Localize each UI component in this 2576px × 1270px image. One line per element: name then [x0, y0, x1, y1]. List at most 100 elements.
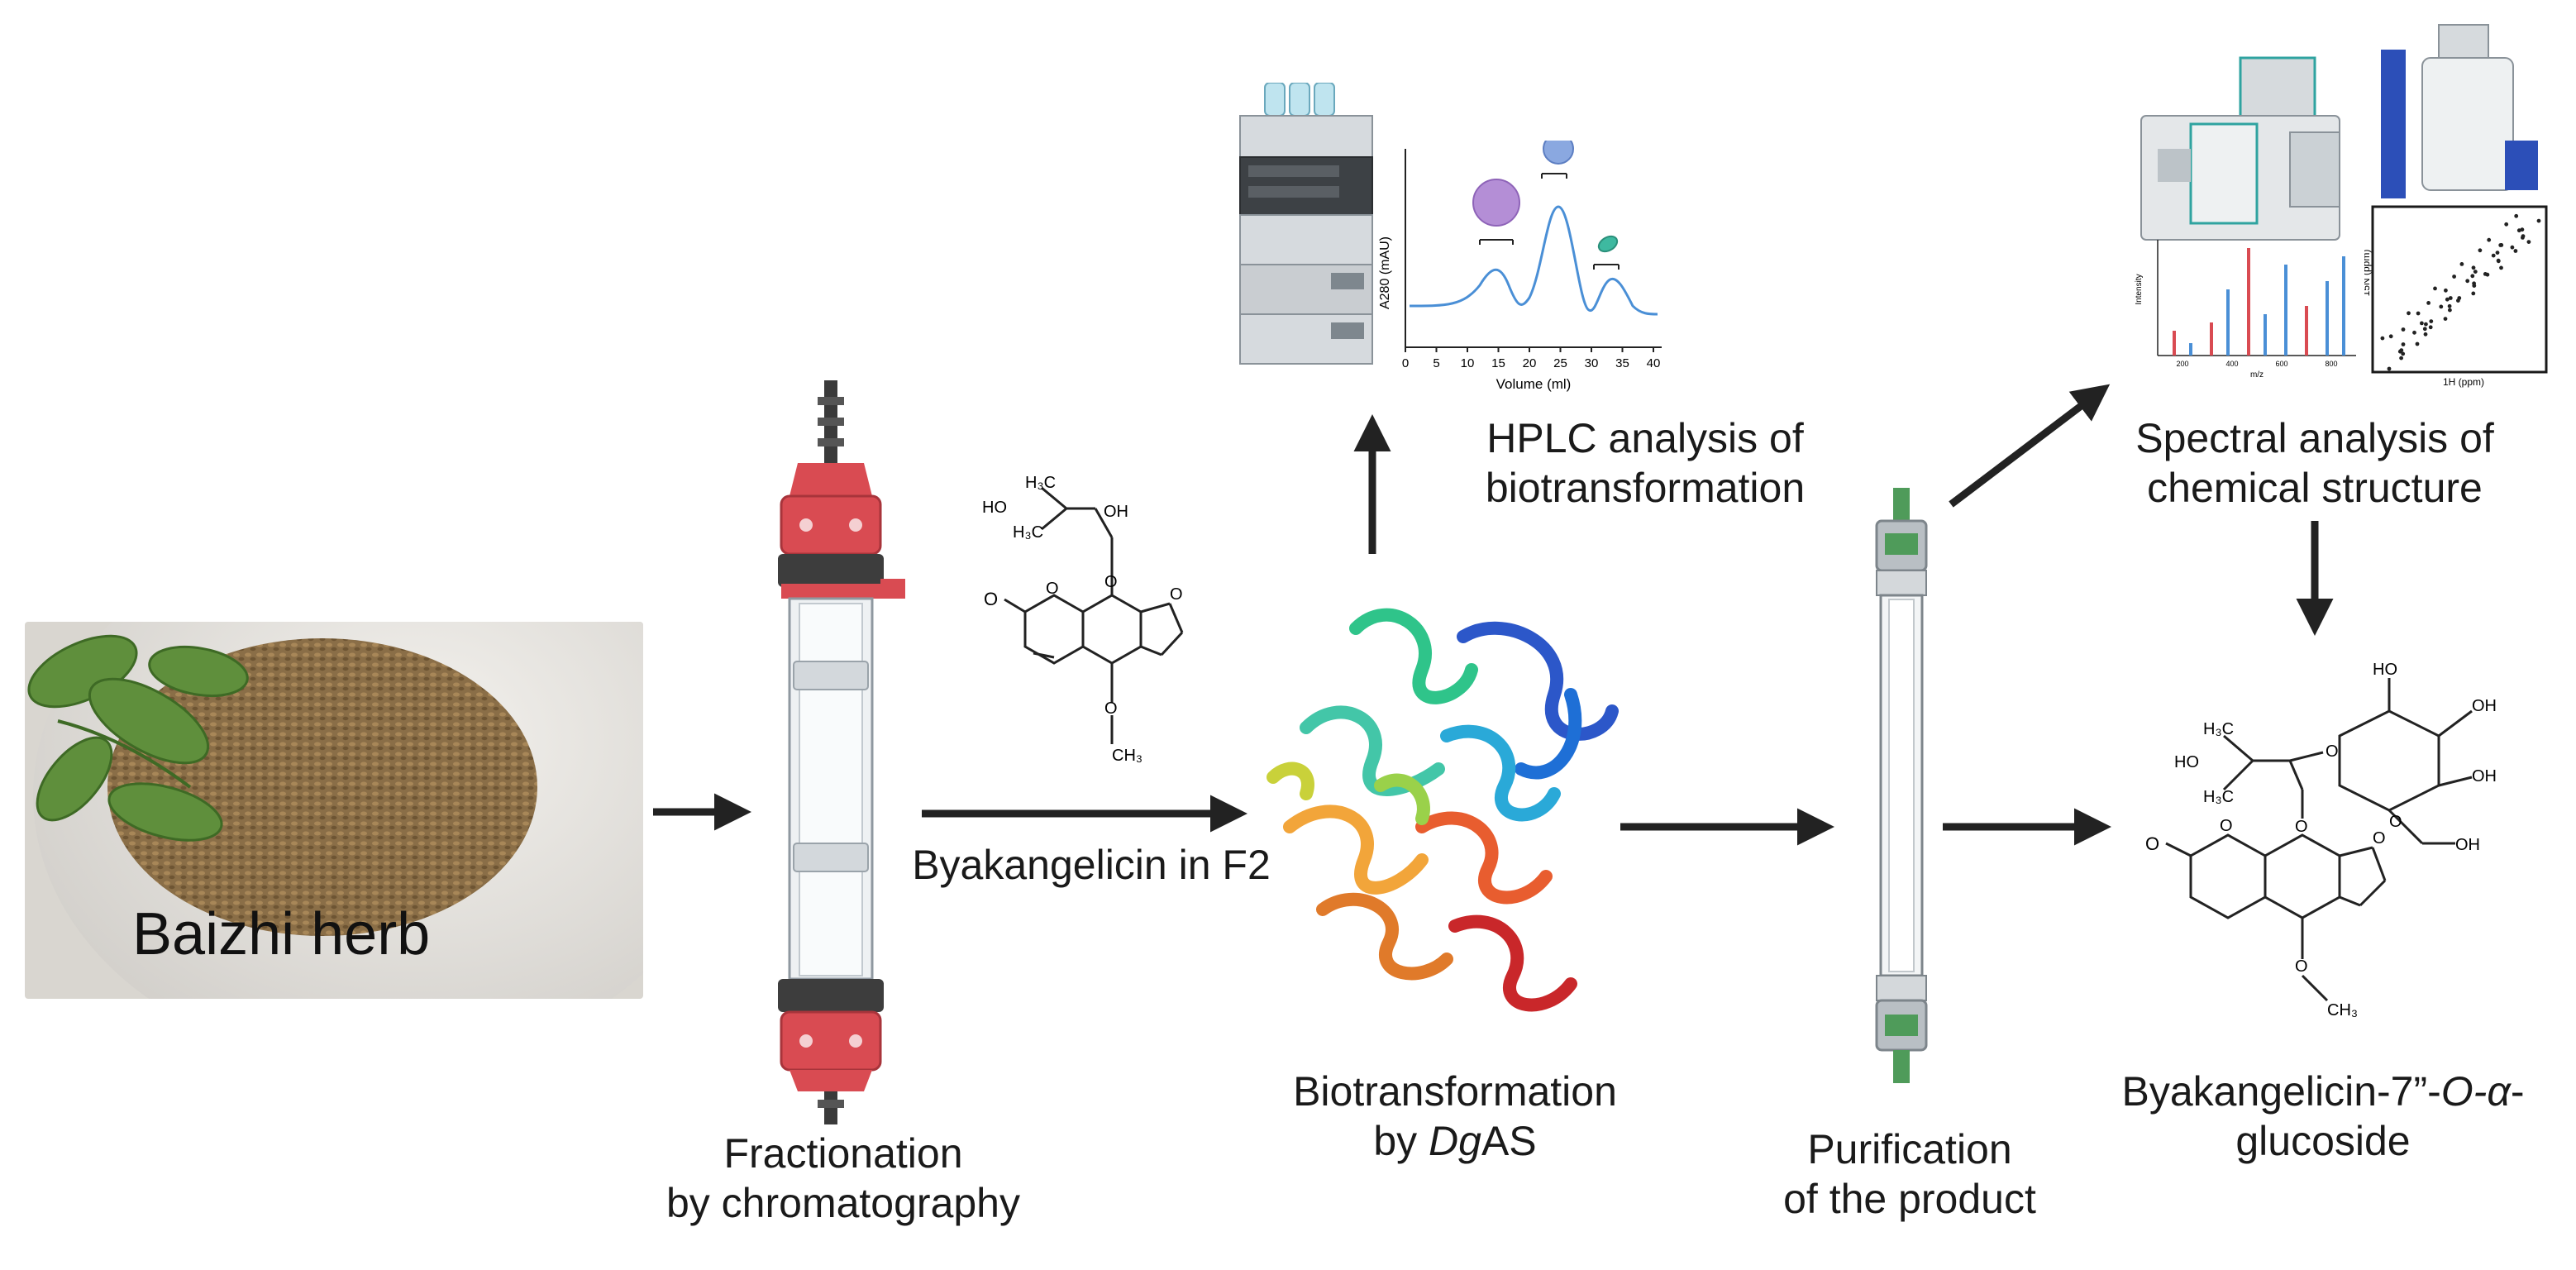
hplc-instrument-icon: [1239, 83, 1373, 365]
product-line2: glucoside: [2235, 1118, 2411, 1164]
p-furan-o: O: [2373, 829, 2386, 847]
hplc-tick-label: 0: [1402, 356, 1409, 370]
hplc-tick-label: 5: [1433, 356, 1439, 370]
product-name-post: -: [2510, 1068, 2525, 1115]
nmr-peak-dot: [2448, 308, 2452, 313]
hplc-tick-label: 10: [1461, 356, 1475, 370]
bt-as: AS: [1481, 1118, 1537, 1164]
hplc-ylabel: A280 (mAU): [1378, 236, 1392, 309]
nmr-peak-dot: [2504, 222, 2509, 227]
p-ch3-label-1: H₃C: [2203, 720, 2234, 738]
hplc-tick-label: 30: [1585, 356, 1599, 370]
product-name-italic: O-α: [2440, 1068, 2511, 1115]
nmr-peak-dot: [2423, 332, 2428, 337]
nmr-peak-dot: [2452, 275, 2456, 279]
hplc-xlabel: Volume (ml): [1496, 376, 1572, 392]
nmr-peak-dot: [2465, 279, 2470, 284]
nmr-peak-dot: [2491, 253, 2496, 258]
ms-tick-label: 800: [2325, 360, 2337, 368]
nmr-peak-dot: [2415, 341, 2420, 346]
nmr-peak-dot: [2520, 227, 2525, 232]
hplc-trace: [1409, 205, 1658, 316]
nmr-peak-dot: [2472, 284, 2477, 288]
nmr-peak-dot: [2485, 272, 2490, 277]
fractionation-line2: by chromatography: [665, 1180, 1020, 1226]
nmr-peak-dot: [2459, 262, 2464, 266]
p-sugar-oh-1: OH: [2472, 697, 2497, 715]
nmr-peak-dot: [2496, 259, 2501, 264]
p-ch3-label-2: H₃C: [2203, 788, 2234, 806]
nmr-peak-dot: [2516, 228, 2521, 233]
nmr-peak-dot: [2473, 270, 2478, 274]
biotransformation-label: Biotransformation by DgAS: [1240, 1067, 1670, 1166]
hplc-tick-label: 35: [1615, 356, 1629, 370]
ms-xlabel: m/z: [2250, 370, 2264, 380]
nmr-peak-dot: [2447, 303, 2452, 308]
fractionation-label: Fractionation by chromatography: [637, 1129, 1050, 1228]
baizhi-herb-photo: [25, 622, 643, 999]
nmr-peak-dot: [2471, 265, 2476, 270]
oh-label: OH: [1104, 503, 1128, 521]
byakangelicin-structure: H₃C HO OH H₃C O O O O O CH₃: [982, 474, 1184, 765]
nmr-peak-dot: [2495, 251, 2500, 255]
hplc-line1: HPLC analysis of: [1486, 415, 1804, 461]
nmr-peak-dot: [2499, 265, 2503, 270]
nmr-peak-dot: [2416, 311, 2421, 316]
nmr-peak-dot: [2426, 301, 2431, 305]
p-sugar-oh-3: OH: [2455, 836, 2480, 854]
ho-label: HO: [982, 499, 1007, 517]
ch3-label-1: H₃C: [1025, 474, 1056, 492]
hplc-tick-label: 15: [1491, 356, 1505, 370]
nmr-peak-dot: [2422, 327, 2427, 332]
herb-label: Baizhi herb: [132, 901, 431, 967]
nmr-peak-dot: [2478, 248, 2483, 253]
mass-spec-instrument-icon: [2140, 56, 2340, 241]
nmr-peak-dot: [2412, 330, 2416, 335]
nmr-peak-dot: [2407, 311, 2411, 316]
nmr-peak-dot: [2401, 342, 2406, 346]
nmr-ylabel: 15N (ppm): [2364, 250, 2372, 297]
product-label: Byakangelicin-7”-O-α- glucoside: [2083, 1067, 2563, 1166]
biotransformation-line2: by DgAS: [1240, 1116, 1670, 1166]
ms-ylabel: Intensity: [2135, 274, 2144, 304]
product-name-pre: Byakangelicin-7”-: [2121, 1068, 2441, 1115]
byakangelicin-label: Byakangelicin in F2: [912, 842, 1271, 888]
p-ring-o: O: [2220, 817, 2233, 835]
p-carbonyl-o: O: [2145, 833, 2159, 854]
nmr-peak-dot: [2514, 213, 2519, 218]
bt-dg: Dg: [1429, 1118, 1481, 1164]
nmr-peak-dot: [2387, 366, 2392, 371]
spectral-line2: chemical structure: [2147, 465, 2483, 511]
spectral-label: Spectral analysis of chemical structure: [2083, 413, 2546, 513]
ms-tick-label: 200: [2176, 360, 2188, 368]
hplc-label: HPLC analysis of biotransformation: [1430, 413, 1860, 513]
purification-column-icon: [1875, 488, 1928, 1083]
nmr-peak-dot: [2401, 327, 2406, 332]
nmr-peak-dot: [2424, 322, 2428, 327]
nmr-peak-dot: [2536, 218, 2541, 223]
hplc-tick-label: 25: [1553, 356, 1567, 370]
hplc-line2: biotransformation: [1485, 465, 1806, 511]
nmr-spectrum-plot: 15N (ppm) 1H (ppm): [2364, 205, 2548, 388]
nmr-instrument-icon: [2381, 24, 2538, 198]
nmr-peak-dot: [2498, 243, 2503, 247]
purification-label: Purification of the product: [1736, 1124, 2083, 1224]
nmr-peak-dot: [2380, 336, 2385, 341]
nmr-peak-dot: [2439, 304, 2444, 309]
bt-by: by: [1373, 1118, 1429, 1164]
nmr-peak-dot: [2428, 325, 2433, 330]
methoxy-o-label: O: [1104, 699, 1118, 718]
fractionation-line1: Fractionation: [723, 1130, 963, 1177]
nmr-peak-dot: [2457, 296, 2462, 300]
biotransformation-line1: Biotransformation: [1293, 1068, 1617, 1115]
p-methoxy-o: O: [2295, 957, 2308, 976]
ch3-label-2: H₃C: [1013, 523, 1043, 542]
arrow-purification-to-spectra: [1949, 384, 2111, 508]
p-ether-o-label: O: [2295, 818, 2308, 836]
product-line1: Byakangelicin-7”-O-α-: [2083, 1067, 2563, 1116]
ring-o-label: O: [1046, 580, 1059, 598]
nmr-peak-dot: [2433, 286, 2437, 291]
